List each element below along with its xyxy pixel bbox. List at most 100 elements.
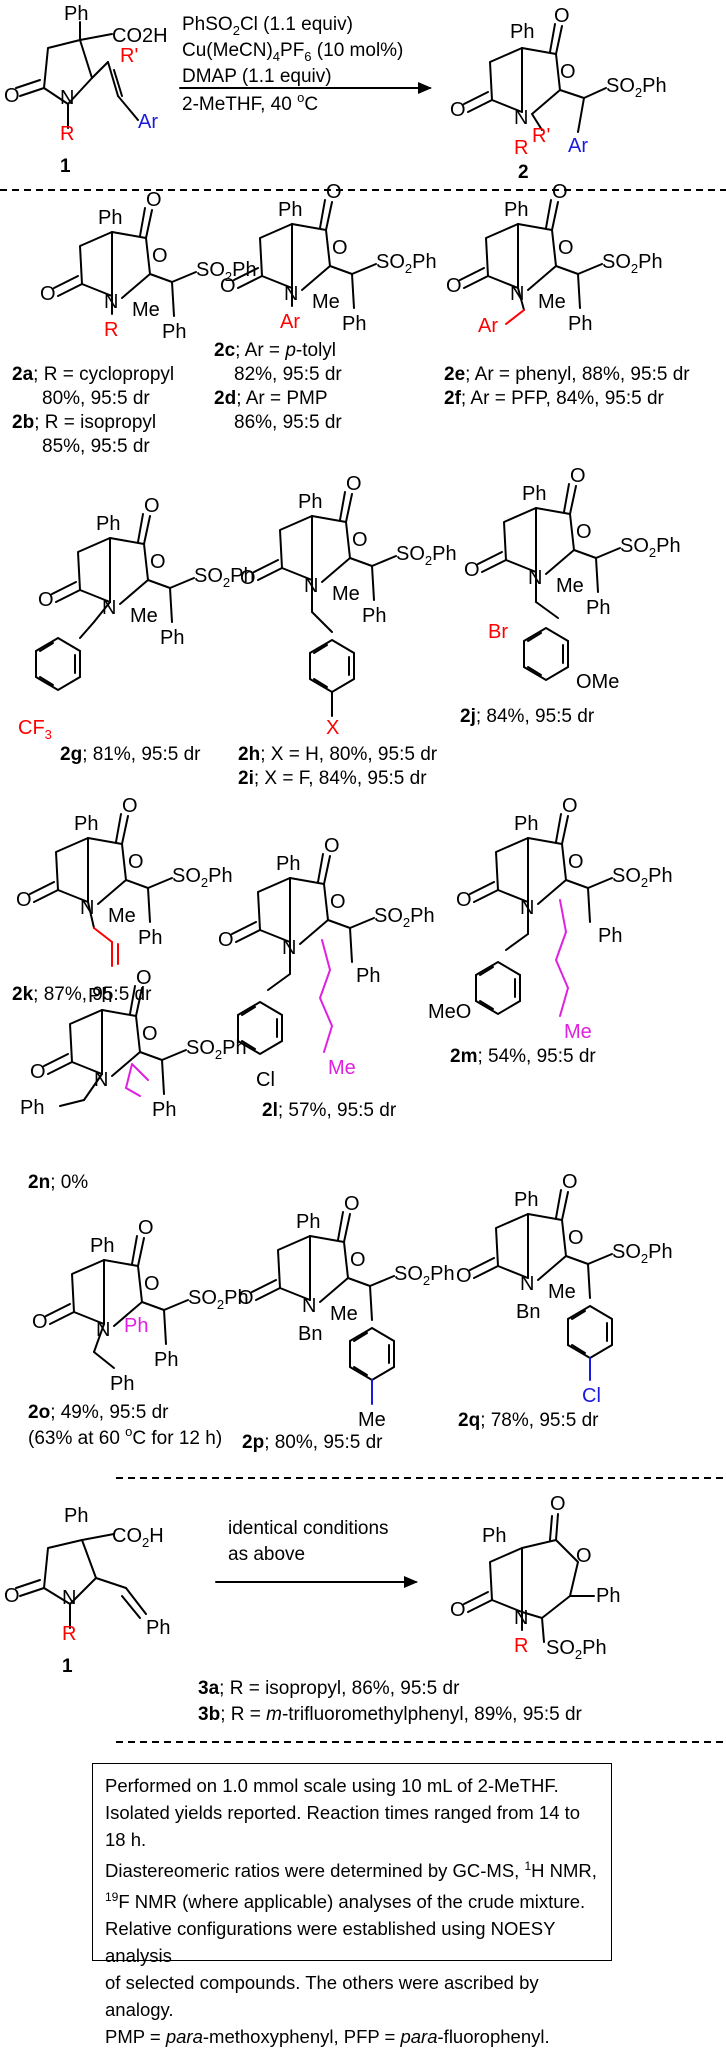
condition-2o: (63% at 60 oC for 12 h): [28, 1424, 222, 1449]
svg-text:OMe: OMe: [576, 671, 619, 693]
ph-label: Ph: [64, 3, 88, 25]
svg-text:O: O: [552, 181, 568, 203]
svg-text:R: R: [62, 1623, 76, 1645]
carbonyl-o-label: O: [4, 85, 20, 107]
label-2o: 2o; 49%, 95:5 dr: [28, 1402, 169, 1423]
structure-2a-2b: Ph O O O N R Me SO2Ph Ph: [40, 189, 257, 343]
structure-2e-2f: Ph O O O N Ar Me SO2Ph Ph: [446, 181, 663, 337]
label-2h: 2h; X = H, 80%, 95:5 dr: [238, 744, 438, 765]
svg-text:O: O: [144, 1273, 160, 1295]
svg-text:O: O: [550, 1493, 566, 1515]
reagent-line-4: 2-MeTHF, 40 oC: [182, 90, 318, 115]
label-2j: 2j; 84%, 95:5 dr: [460, 706, 595, 727]
svg-text:O: O: [560, 61, 576, 83]
svg-text:SO2Ph: SO2Ph: [172, 865, 233, 890]
conditions-line-2: as above: [228, 1544, 305, 1565]
svg-text:O: O: [4, 1585, 20, 1607]
svg-text:Me: Me: [132, 299, 160, 321]
reactant-1-bottom: Ph CO2H O N R Ph 1: [4, 1505, 170, 1677]
svg-text:O: O: [220, 275, 236, 297]
svg-text:O: O: [32, 1311, 48, 1333]
svg-text:SO2Ph: SO2Ph: [394, 1263, 455, 1288]
svg-text:N: N: [510, 283, 524, 305]
label-2q: 2q; 78%, 95:5 dr: [458, 1410, 599, 1431]
note-line: Relative configurations were established…: [105, 1918, 556, 1967]
label-2k: 2k; 87%, 95:5 dr: [12, 984, 152, 1005]
reagents-block: PhSO2Cl (1.1 equiv) Cu(MeCN)4PF6 (10 mol…: [179, 14, 432, 115]
label-2n: 2n; 0%: [28, 1172, 88, 1193]
svg-text:N: N: [528, 567, 542, 589]
svg-text:Ph: Ph: [20, 1097, 44, 1119]
structure-2c-2d: Ph O O O N Ar Me SO2Ph Ph: [220, 181, 437, 335]
svg-text:Me: Me: [108, 905, 136, 927]
svg-text:N: N: [102, 597, 116, 619]
svg-text:N: N: [62, 1587, 76, 1609]
svg-text:Ph: Ph: [298, 491, 322, 513]
svg-text:Ph: Ph: [514, 813, 538, 835]
label-2a: 2a; R = cyclopropyl: [12, 364, 174, 385]
label-2b: 2b; R = isopropyl: [12, 412, 156, 433]
reactant-number-bottom: 1: [62, 1656, 73, 1677]
svg-text:Ph: Ph: [296, 1211, 320, 1233]
svg-text:O: O: [150, 551, 166, 573]
svg-text:O: O: [136, 967, 152, 989]
label-3b: 3b; R = m-trifluoromethylphenyl, 89%, 95…: [198, 1704, 583, 1725]
svg-text:O: O: [554, 5, 570, 27]
svg-text:N: N: [80, 897, 94, 919]
svg-text:SO2Ph: SO2Ph: [612, 865, 673, 890]
svg-text:Ph: Ph: [362, 605, 386, 627]
structure-2q: Ph O O O N Bn Me SO2Ph Cl: [456, 1171, 673, 1407]
svg-text:O: O: [446, 275, 462, 297]
rprime-label: R': [532, 125, 550, 147]
svg-text:O: O: [456, 889, 472, 911]
label-2f: 2f; Ar = PFP, 84%, 95:5 dr: [444, 388, 665, 409]
svg-text:N: N: [520, 897, 534, 919]
label-3a: 3a; R = isopropyl, 86%, 95:5 dr: [198, 1678, 460, 1699]
svg-text:O: O: [238, 1287, 254, 1309]
reagent-line-1: PhSO2Cl (1.1 equiv): [182, 14, 353, 38]
svg-text:O: O: [576, 1545, 592, 1567]
svg-text:N: N: [284, 283, 298, 305]
label-2e: 2e; Ar = phenyl, 88%, 95:5 dr: [444, 364, 690, 385]
structure-2k: Ph O O O N Me SO2Ph Ph: [16, 795, 233, 967]
svg-text:Me: Me: [556, 575, 584, 597]
structure-2p: Ph O O O N Bn Me SO2Ph Me: [238, 1193, 455, 1431]
svg-text:SO2Ph: SO2Ph: [396, 543, 457, 568]
svg-text:SO2Ph: SO2Ph: [188, 1287, 249, 1312]
svg-text:Ph: Ph: [160, 627, 184, 649]
note-line: Diastereomeric ratios were determined by…: [105, 1859, 597, 1882]
label-2p: 2p; 80%, 95:5 dr: [242, 1432, 383, 1453]
svg-text:Ph: Ph: [124, 1315, 148, 1337]
svg-text:Ar: Ar: [478, 315, 498, 337]
svg-text:O: O: [562, 795, 578, 817]
reagent-line-2: Cu(MeCN)4PF6 (10 mol%): [182, 40, 403, 64]
svg-text:Ph: Ph: [514, 1189, 538, 1211]
svg-text:Ph: Ph: [598, 925, 622, 947]
r-label: R: [514, 137, 528, 159]
svg-text:Bn: Bn: [516, 1301, 540, 1323]
svg-text:Ph: Ph: [74, 813, 98, 835]
svg-text:Cl: Cl: [256, 1069, 275, 1091]
structure-2m: Ph O O O N SO2Ph Ph Me MeO: [428, 795, 673, 1043]
ar-label: Ar: [568, 135, 588, 157]
svg-text:O: O: [40, 283, 56, 305]
note-line: of selected compounds. The others were a…: [105, 1972, 539, 2021]
svg-text:Me: Me: [548, 1281, 576, 1303]
yield-2b: 85%, 95:5 dr: [42, 436, 150, 457]
svg-text:SO2Ph: SO2Ph: [186, 1037, 247, 1062]
yield-2c: 82%, 95:5 dr: [234, 364, 342, 385]
so2ph-label: SO2Ph: [606, 75, 667, 100]
structure-2j: Ph O O O N Me SO2Ph Ph Br OMe: [464, 465, 681, 693]
svg-text:SO2Ph: SO2Ph: [376, 251, 437, 276]
label-2l: 2l; 57%, 95:5 dr: [262, 1100, 397, 1121]
svg-text:O: O: [344, 1193, 360, 1215]
label-2d: 2d; Ar = PMP: [214, 388, 328, 409]
r-label: R: [60, 123, 74, 145]
svg-text:O: O: [332, 237, 348, 259]
svg-text:N: N: [104, 291, 118, 313]
svg-text:Ph: Ph: [504, 199, 528, 221]
svg-text:O: O: [350, 1249, 366, 1271]
svg-text:Ph: Ph: [596, 1585, 620, 1607]
svg-text:O: O: [146, 189, 162, 211]
label-2i: 2i; X = F, 84%, 95:5 dr: [238, 768, 427, 789]
